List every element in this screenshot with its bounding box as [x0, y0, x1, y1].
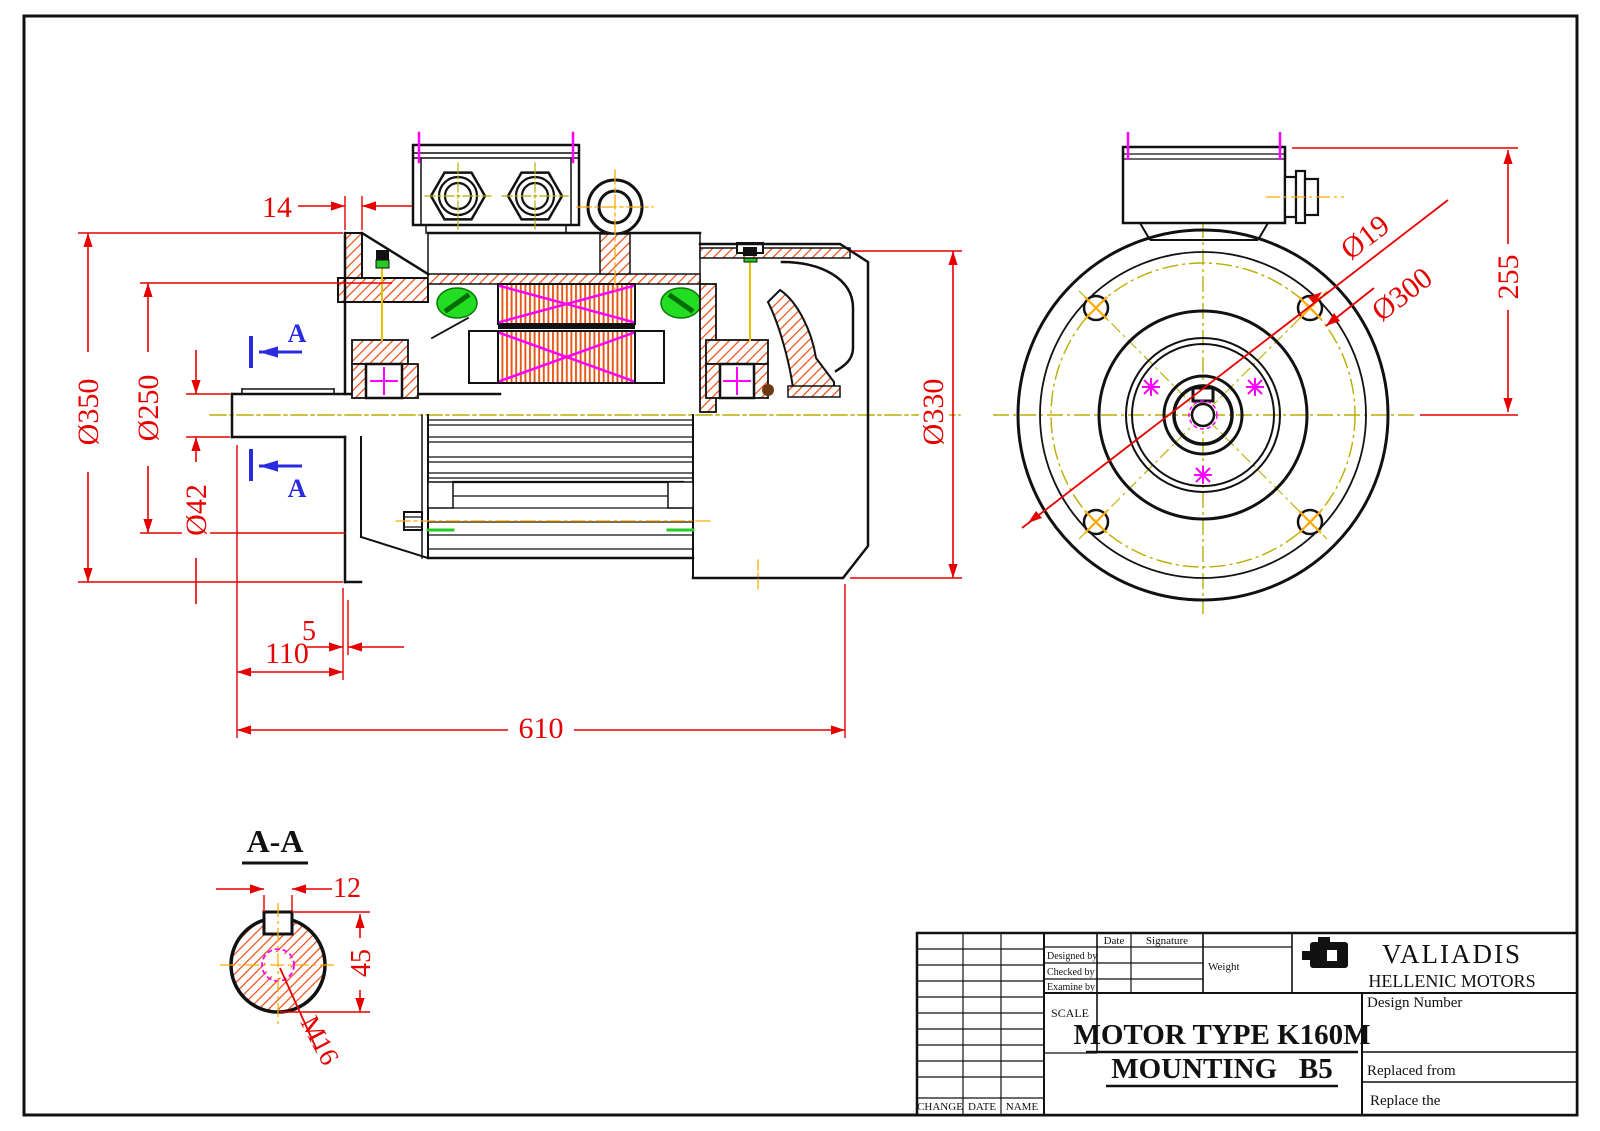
dim-spigot-od: Ø250	[132, 375, 165, 442]
approval-grid	[1044, 933, 1577, 1115]
tb-signature-header: Signature	[1146, 935, 1188, 947]
section-aa-detail: A-A 12 45 M16	[216, 823, 377, 1070]
section-cut-arrows: A A	[249, 319, 307, 503]
tb-company: VALIADIS	[1382, 939, 1522, 969]
shaft-circle	[1172, 384, 1234, 446]
bolt-circle	[1050, 262, 1356, 568]
section-arrow-label-top: A	[288, 319, 307, 348]
lifting-eyebolt	[576, 169, 654, 291]
dim-key-width: 12	[333, 873, 361, 904]
bearing-cap-holes	[1142, 378, 1264, 484]
dim-shaft-length: 110	[265, 637, 309, 670]
tb-designed-by: Designed by	[1047, 951, 1097, 962]
frame-cooling-fins	[403, 414, 695, 579]
tb-company-sub: HELLENIC MOTORS	[1368, 971, 1535, 991]
dim-flange-od: Ø350	[72, 379, 105, 446]
revision-grid	[917, 933, 1045, 1115]
tb-date-header: Date	[1104, 935, 1125, 947]
main-section-view	[209, 131, 961, 593]
dim-height-above-axis: 255	[1492, 255, 1525, 300]
tb-design-number: Design Number	[1367, 995, 1462, 1011]
tb-scale: SCALE	[1051, 1006, 1089, 1020]
tb-replace-the: Replace the	[1370, 1093, 1441, 1109]
terminal-box	[411, 131, 581, 234]
tb-name: NAME	[1006, 1101, 1039, 1113]
flange-bolt-holes	[1082, 294, 1324, 536]
tb-mounting: MOUNTING B5	[1111, 1053, 1333, 1085]
tb-replaced-from: Replaced from	[1367, 1063, 1456, 1079]
tb-motor-type: MOTOR TYPE K160M	[1074, 1019, 1371, 1051]
tb-date-col: DATE	[968, 1101, 996, 1113]
dim-spigot-depth: 5	[302, 616, 316, 647]
dim-shaft-od: Ø42	[180, 484, 213, 536]
dim-total-length: 610	[519, 712, 564, 745]
tb-change: CHANGE	[917, 1101, 963, 1113]
tb-checked-by: Checked by	[1047, 967, 1095, 978]
dim-flange-thickness: 14	[262, 191, 292, 224]
section-aa-title: A-A	[247, 823, 304, 859]
tb-weight: Weight	[1208, 961, 1240, 973]
front-flange-view: Ø19 Ø300 255	[993, 132, 1525, 614]
dim-frame-od: Ø330	[917, 379, 950, 446]
tb-examine-by: Examine by	[1047, 982, 1095, 993]
terminal-box-front	[1121, 132, 1344, 241]
dim-key-depth: 45	[346, 949, 377, 977]
valiadis-logo-icon	[1302, 937, 1348, 968]
section-arrow-label-bottom: A	[288, 474, 307, 503]
fan-cover	[691, 242, 870, 580]
title-block: Date Signature Designed by Checked by Ex…	[915, 931, 1579, 1117]
flange-outer-circle	[1016, 228, 1390, 602]
